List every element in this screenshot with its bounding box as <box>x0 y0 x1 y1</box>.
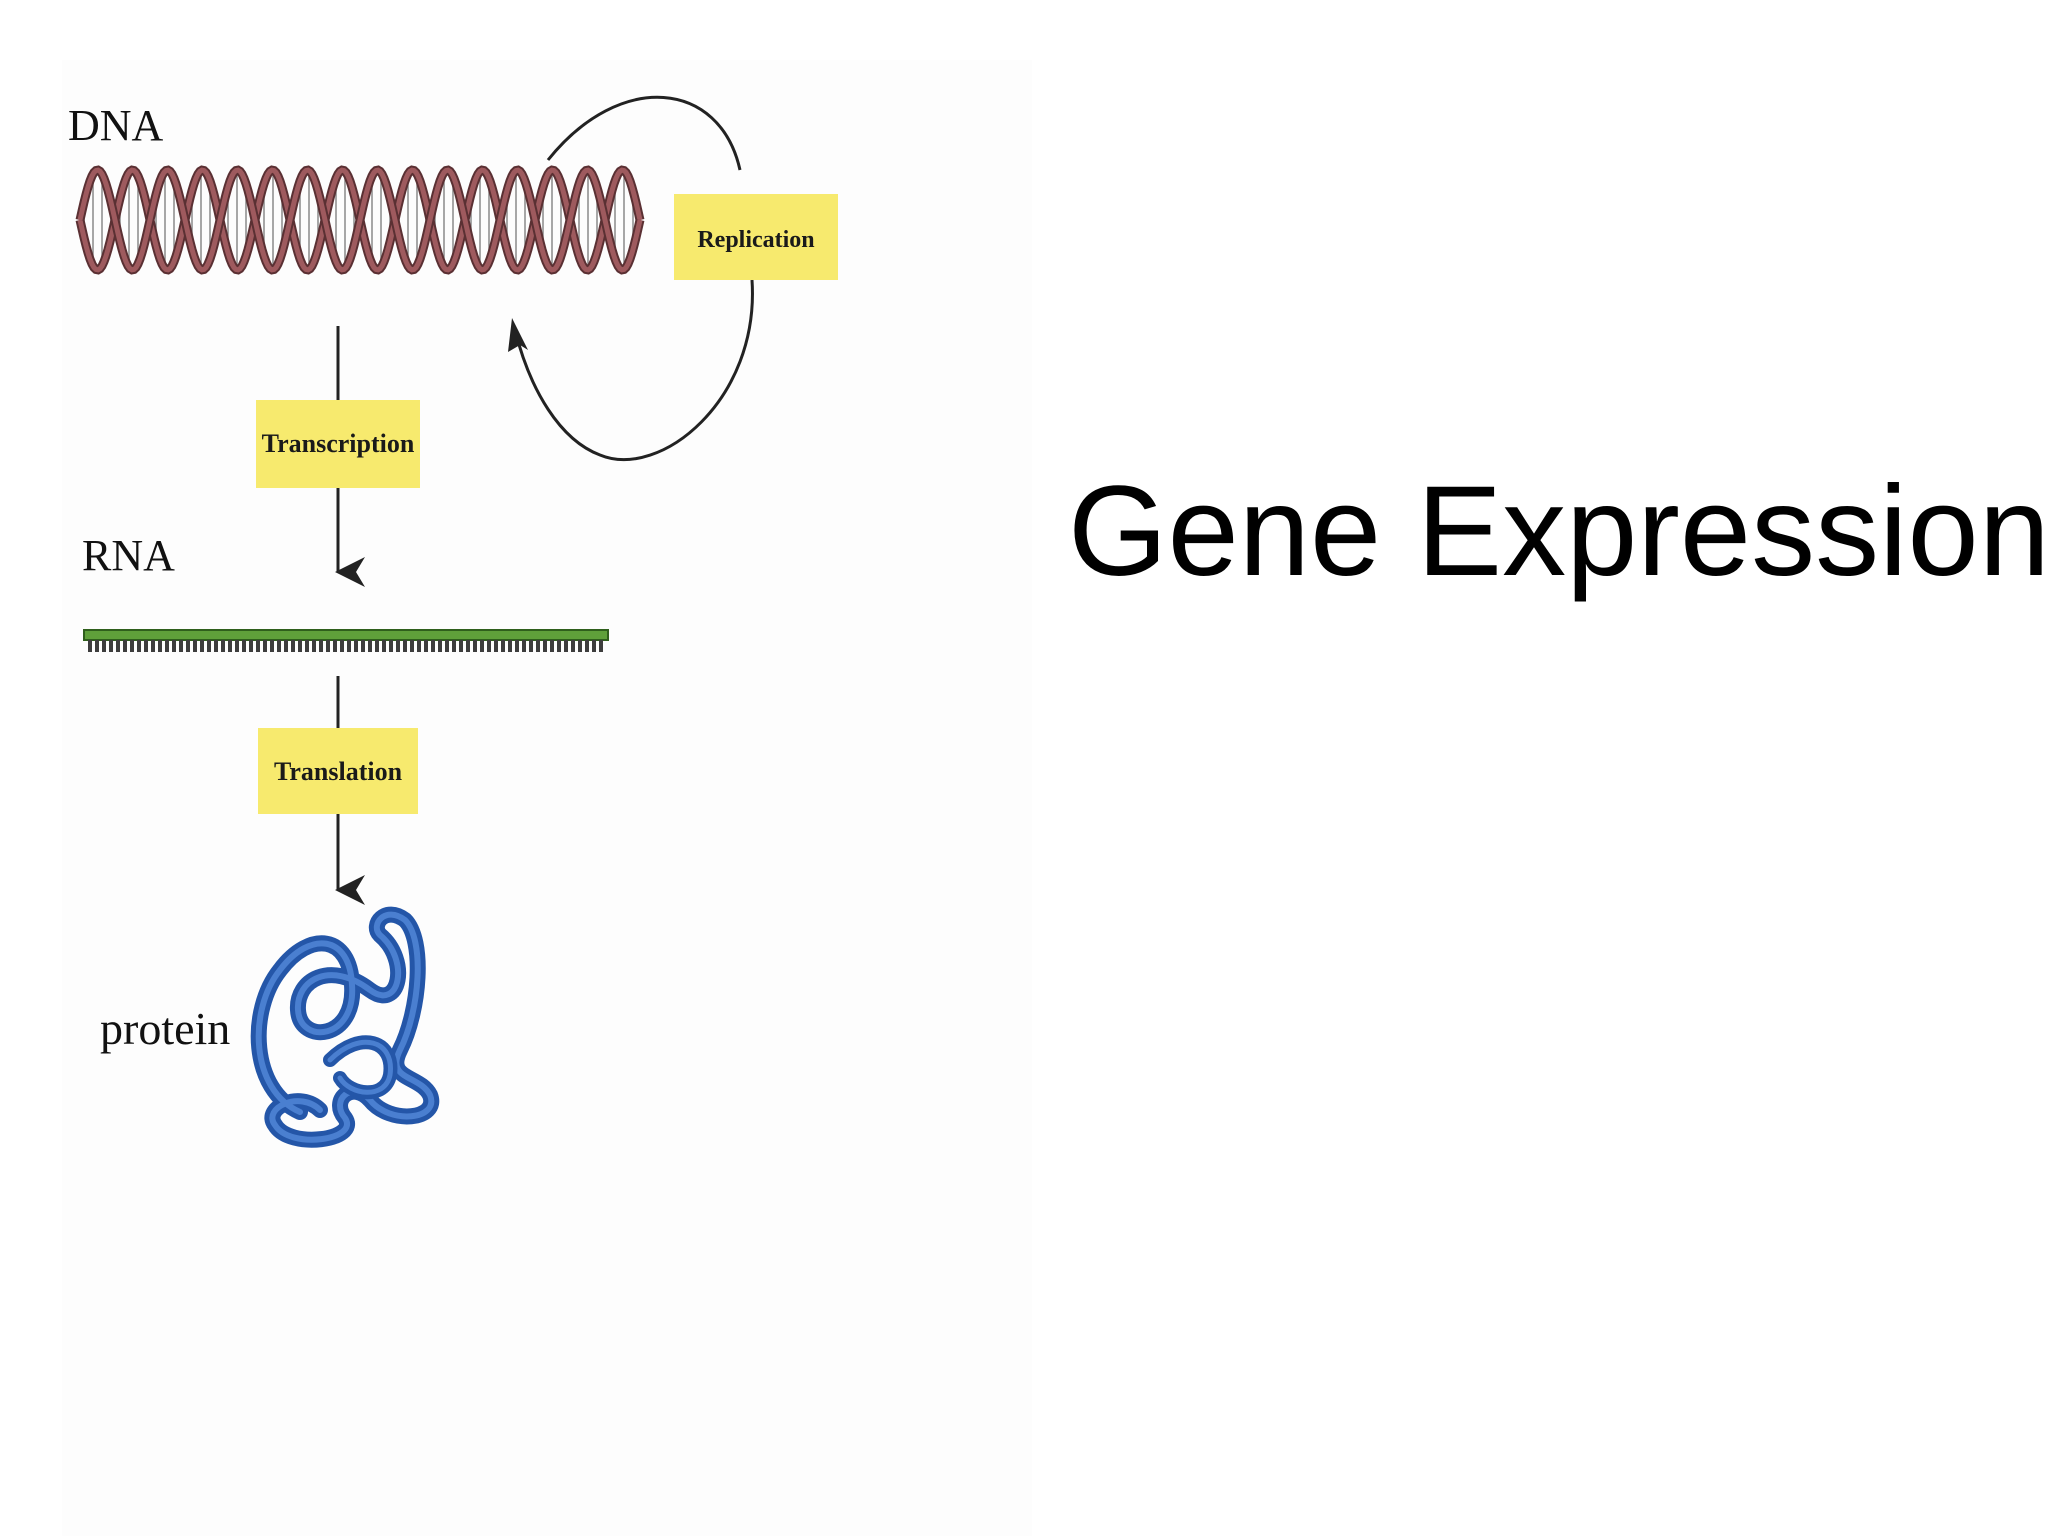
rna-base <box>151 640 155 652</box>
rna-base <box>494 640 498 652</box>
rna-base <box>550 640 554 652</box>
rna-base <box>480 640 484 652</box>
rna-base <box>592 640 596 652</box>
rna-base <box>417 640 421 652</box>
rna-base <box>249 640 253 652</box>
rna-base <box>88 640 92 652</box>
rna-base <box>221 640 225 652</box>
rna-base <box>158 640 162 652</box>
rna-base <box>354 640 358 652</box>
rna-base <box>263 640 267 652</box>
rna-base <box>508 640 512 652</box>
rna-base <box>144 640 148 652</box>
rna-base <box>466 640 470 652</box>
rna-base <box>116 640 120 652</box>
rna-base <box>172 640 176 652</box>
rna-base <box>347 640 351 652</box>
rna-base <box>109 640 113 652</box>
rna-base <box>242 640 246 652</box>
rna-base <box>382 640 386 652</box>
figure-panel <box>62 60 1032 1536</box>
rna-base <box>564 640 568 652</box>
rna-base <box>368 640 372 652</box>
rna-base <box>459 640 463 652</box>
rna-base <box>473 640 477 652</box>
rna-base <box>445 640 449 652</box>
rna-base <box>326 640 330 652</box>
rna-base <box>137 640 141 652</box>
rna-base <box>123 640 127 652</box>
rna-base <box>529 640 533 652</box>
rna-base <box>557 640 561 652</box>
rna-backbone <box>83 629 609 641</box>
central-dogma-diagram: DNA Replication Transcription RNA Transl… <box>68 96 838 1148</box>
transcription-step: Transcription <box>256 400 420 488</box>
rna-base <box>438 640 442 652</box>
rna-base <box>340 640 344 652</box>
rna-base <box>375 640 379 652</box>
rna-base <box>179 640 183 652</box>
transcription-box <box>256 400 420 488</box>
rna-base <box>501 640 505 652</box>
protein-structure <box>250 906 440 1148</box>
translation-box <box>258 728 418 814</box>
translation-label: Translation <box>274 757 403 786</box>
rna-base <box>130 640 134 652</box>
rna-base <box>193 640 197 652</box>
rna-base <box>431 640 435 652</box>
rna-base <box>515 640 519 652</box>
rna-base <box>207 640 211 652</box>
replication-label: Replication <box>697 227 814 253</box>
rna-base <box>95 640 99 652</box>
transcription-label: Transcription <box>262 429 415 458</box>
slide-title: Gene Expression <box>1068 460 2048 603</box>
rna-base <box>536 640 540 652</box>
dna-label: DNA <box>68 101 164 150</box>
protein-label: protein <box>100 1003 230 1054</box>
rna-base <box>214 640 218 652</box>
rna-base <box>522 640 526 652</box>
rna-base <box>424 640 428 652</box>
rna-base <box>403 640 407 652</box>
rna-base <box>270 640 274 652</box>
rna-base <box>228 640 232 652</box>
rna-base <box>291 640 295 652</box>
rna-base <box>235 640 239 652</box>
rna-base <box>305 640 309 652</box>
rna-base <box>312 640 316 652</box>
rna-strand <box>83 629 609 652</box>
rna-base <box>277 640 281 652</box>
rna-base <box>571 640 575 652</box>
replication-step: Replication <box>674 194 838 280</box>
rna-base <box>452 640 456 652</box>
rna-base <box>186 640 190 652</box>
replication-arrowhead-icon <box>508 318 528 352</box>
replication-box <box>674 194 838 280</box>
rna-base <box>599 640 603 652</box>
translation-step: Translation <box>258 728 418 814</box>
rna-label: RNA <box>82 531 175 580</box>
rna-base <box>410 640 414 652</box>
rna-base <box>284 640 288 652</box>
rna-base <box>578 640 582 652</box>
dna-backbone-strand <box>77 167 643 273</box>
rna-base <box>165 640 169 652</box>
rna-base <box>361 640 365 652</box>
rna-base <box>319 640 323 652</box>
rna-base <box>298 640 302 652</box>
rna-base <box>487 640 491 652</box>
rna-base <box>200 640 204 652</box>
rna-base <box>256 640 260 652</box>
rna-base <box>543 640 547 652</box>
replication-loop-arrow <box>513 96 754 462</box>
rna-base <box>396 640 400 652</box>
rna-base <box>585 640 589 652</box>
rna-base <box>333 640 337 652</box>
rna-base <box>102 640 106 652</box>
rna-base <box>389 640 393 652</box>
dna-helix <box>75 165 645 275</box>
